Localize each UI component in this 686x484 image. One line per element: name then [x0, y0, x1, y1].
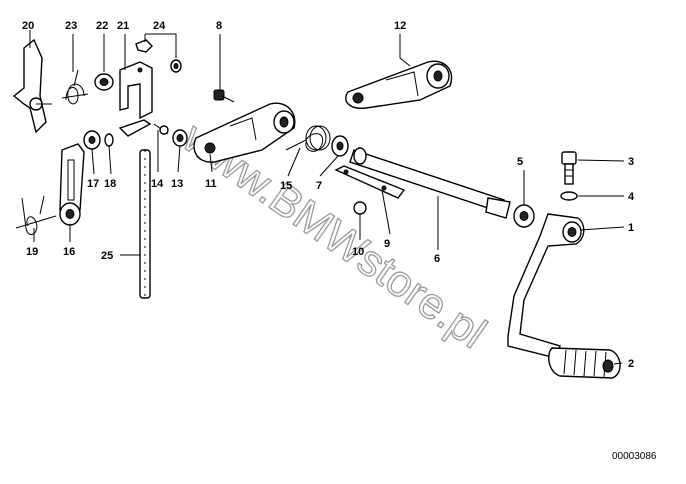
part-18-clip	[104, 133, 114, 147]
callout-8: 8	[216, 20, 222, 32]
part-1-pedal	[507, 213, 585, 359]
callout-11: 11	[205, 178, 217, 190]
callout-12: 12	[394, 20, 406, 32]
part-11-arm	[193, 102, 296, 163]
part-6-shaft	[349, 147, 511, 219]
callout-17: 17	[87, 178, 99, 190]
callout-6: 6	[434, 253, 440, 265]
drawing-number: 00003086	[612, 451, 657, 462]
part-17-bush	[83, 130, 101, 150]
callout-3: 3	[628, 156, 634, 168]
part-9-plate	[334, 165, 406, 199]
callout-10: 10	[352, 246, 364, 258]
part-12-upper-lever	[345, 60, 453, 109]
callout-15: 15	[280, 180, 292, 192]
callout-13: 13	[171, 178, 183, 190]
part-23-spring	[61, 69, 89, 105]
part-4-washer	[560, 191, 578, 201]
callout-22: 22	[96, 20, 108, 32]
part-21-bracket	[118, 61, 153, 137]
callout-24: 24	[153, 20, 166, 32]
callout-4: 4	[628, 191, 635, 203]
callout-9: 9	[384, 238, 390, 250]
callout-14: 14	[151, 178, 164, 190]
callout-21: 21	[117, 20, 129, 32]
callout-5: 5	[517, 156, 523, 168]
part-24-clip	[135, 39, 182, 73]
callout-18: 18	[104, 178, 116, 190]
part-2-pedal-rubber	[548, 347, 621, 379]
part-5-washer	[513, 204, 535, 228]
callouts: 20 23 22 21 24 8 12 5 3 4 1 2 17 18 14 1…	[22, 20, 635, 370]
callout-23: 23	[65, 20, 77, 32]
part-14-pin	[153, 123, 169, 135]
part-16-lever	[59, 143, 85, 226]
part-15-spring	[285, 125, 331, 152]
part-19-spring	[15, 195, 57, 236]
part-10-nut	[353, 201, 367, 215]
part-22-washer	[94, 73, 114, 91]
callout-25: 25	[101, 250, 113, 262]
part-13-bush	[172, 129, 188, 147]
part-8-bolt	[213, 89, 235, 103]
callout-1: 1	[628, 222, 634, 234]
part-3-bolt	[561, 151, 577, 185]
callout-7: 7	[316, 180, 322, 192]
callout-2: 2	[628, 358, 634, 370]
part-7-washer	[331, 135, 349, 157]
part-25-rod	[139, 149, 151, 299]
leader-lines	[29, 30, 625, 365]
callout-19: 19	[26, 246, 38, 258]
callout-16: 16	[63, 246, 75, 258]
callout-20: 20	[22, 20, 34, 32]
part-20-lever	[12, 38, 52, 134]
